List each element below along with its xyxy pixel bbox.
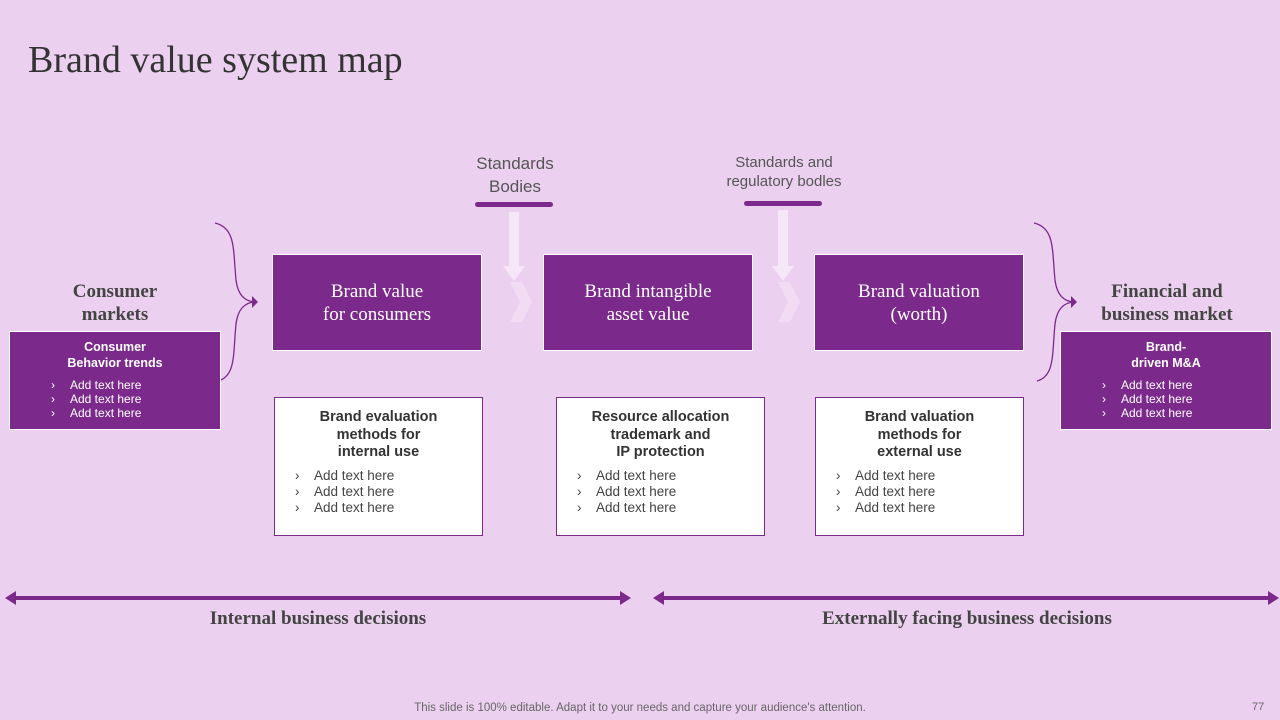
right-brace bbox=[1033, 222, 1076, 382]
list-item: Add text here bbox=[1061, 392, 1271, 406]
left-brace-arrow bbox=[252, 296, 258, 308]
brand-valuation-box: Brand valuation (worth) bbox=[814, 254, 1024, 351]
list-item: Add text here bbox=[10, 406, 220, 420]
list-item: Add text here bbox=[275, 500, 482, 516]
brand-intangible-value-label: Brand intangible asset value bbox=[584, 280, 712, 325]
brand-driven-ma-title: Brand- driven M&A bbox=[1131, 340, 1201, 370]
consumer-behavior-title: Consumer Behavior trends bbox=[67, 340, 163, 370]
list-item: Add text here bbox=[816, 500, 1023, 516]
resource-allocation-box: Resource allocation trademark and IP pro… bbox=[556, 397, 765, 536]
standards-label-1: Standards Bodies bbox=[476, 154, 554, 196]
down-arrow-1 bbox=[503, 212, 525, 281]
internal-decisions-arrow bbox=[5, 591, 631, 605]
brand-driven-ma-list: Add text here Add text here Add text her… bbox=[1061, 378, 1271, 420]
brand-driven-ma-box: Brand- driven M&A Add text here Add text… bbox=[1060, 331, 1272, 430]
page-title: Brand value system map bbox=[28, 39, 403, 81]
list-item: Add text here bbox=[557, 500, 764, 516]
consumer-markets-title: Consumer markets bbox=[72, 281, 158, 325]
external-decisions-arrow bbox=[653, 591, 1279, 605]
external-methods-box: Brand valuation methods for external use… bbox=[815, 397, 1024, 536]
list-item: Add text here bbox=[10, 392, 220, 406]
left-brace bbox=[214, 222, 257, 382]
brand-value-consumers-label: Brand value for consumers bbox=[322, 280, 432, 325]
brand-intangible-value-box: Brand intangible asset value bbox=[543, 254, 753, 351]
list-item: Add text here bbox=[816, 484, 1023, 500]
internal-methods-box: Brand evaluation methods for internal us… bbox=[274, 397, 483, 536]
external-methods-title: Brand valuation methods for external use bbox=[864, 409, 975, 460]
brand-valuation-label: Brand valuation (worth) bbox=[858, 280, 980, 325]
resource-allocation-list: Add text here Add text here Add text her… bbox=[557, 468, 764, 516]
internal-methods-title: Brand evaluation methods for internal us… bbox=[319, 409, 438, 460]
list-item: Add text here bbox=[557, 484, 764, 500]
list-item: Add text here bbox=[1061, 406, 1271, 420]
consumer-behavior-box: Consumer Behavior trends Add text here A… bbox=[9, 331, 221, 430]
right-brace-arrow bbox=[1071, 296, 1077, 308]
standards-label-2: Standards and regulatory bodles bbox=[726, 154, 842, 190]
list-item: Add text here bbox=[557, 468, 764, 484]
resource-allocation-title: Resource allocation trademark and IP pro… bbox=[591, 409, 730, 460]
chevron-1 bbox=[510, 282, 532, 322]
down-arrow-2 bbox=[772, 210, 794, 281]
brand-value-consumers-box: Brand value for consumers bbox=[272, 254, 482, 351]
external-methods-list: Add text here Add text here Add text her… bbox=[816, 468, 1023, 516]
consumer-behavior-list: Add text here Add text here Add text her… bbox=[10, 378, 220, 420]
standards-bar-2 bbox=[744, 201, 822, 206]
chevron-2 bbox=[778, 282, 800, 322]
financial-market-title: Financial and business market bbox=[1101, 281, 1233, 325]
page-number: 77 bbox=[1252, 701, 1265, 713]
footer-note: This slide is 100% editable. Adapt it to… bbox=[414, 702, 866, 714]
standards-bar-1 bbox=[475, 202, 553, 207]
internal-methods-list: Add text here Add text here Add text her… bbox=[275, 468, 482, 516]
internal-decisions-label: Internal business decisions bbox=[209, 608, 427, 629]
list-item: Add text here bbox=[10, 378, 220, 392]
list-item: Add text here bbox=[1061, 378, 1271, 392]
list-item: Add text here bbox=[275, 468, 482, 484]
external-decisions-label: Externally facing business decisions bbox=[822, 608, 1112, 629]
list-item: Add text here bbox=[275, 484, 482, 500]
list-item: Add text here bbox=[816, 468, 1023, 484]
